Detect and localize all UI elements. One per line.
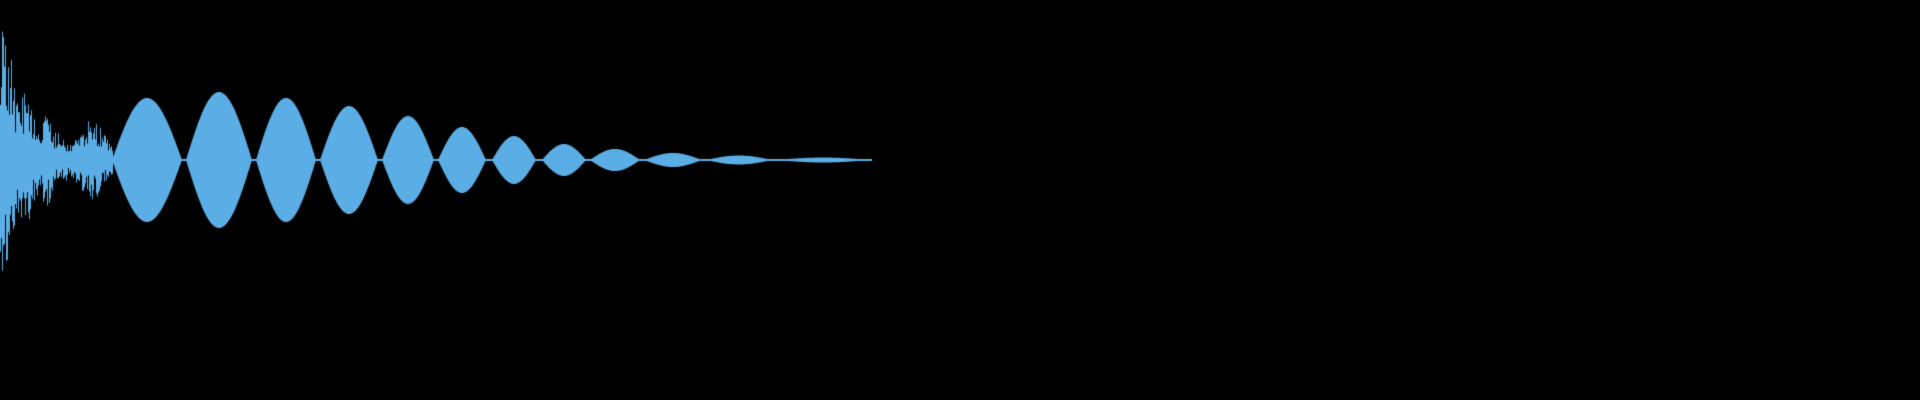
waveform-display xyxy=(0,0,1920,400)
audio-waveform-canvas xyxy=(0,0,1920,400)
